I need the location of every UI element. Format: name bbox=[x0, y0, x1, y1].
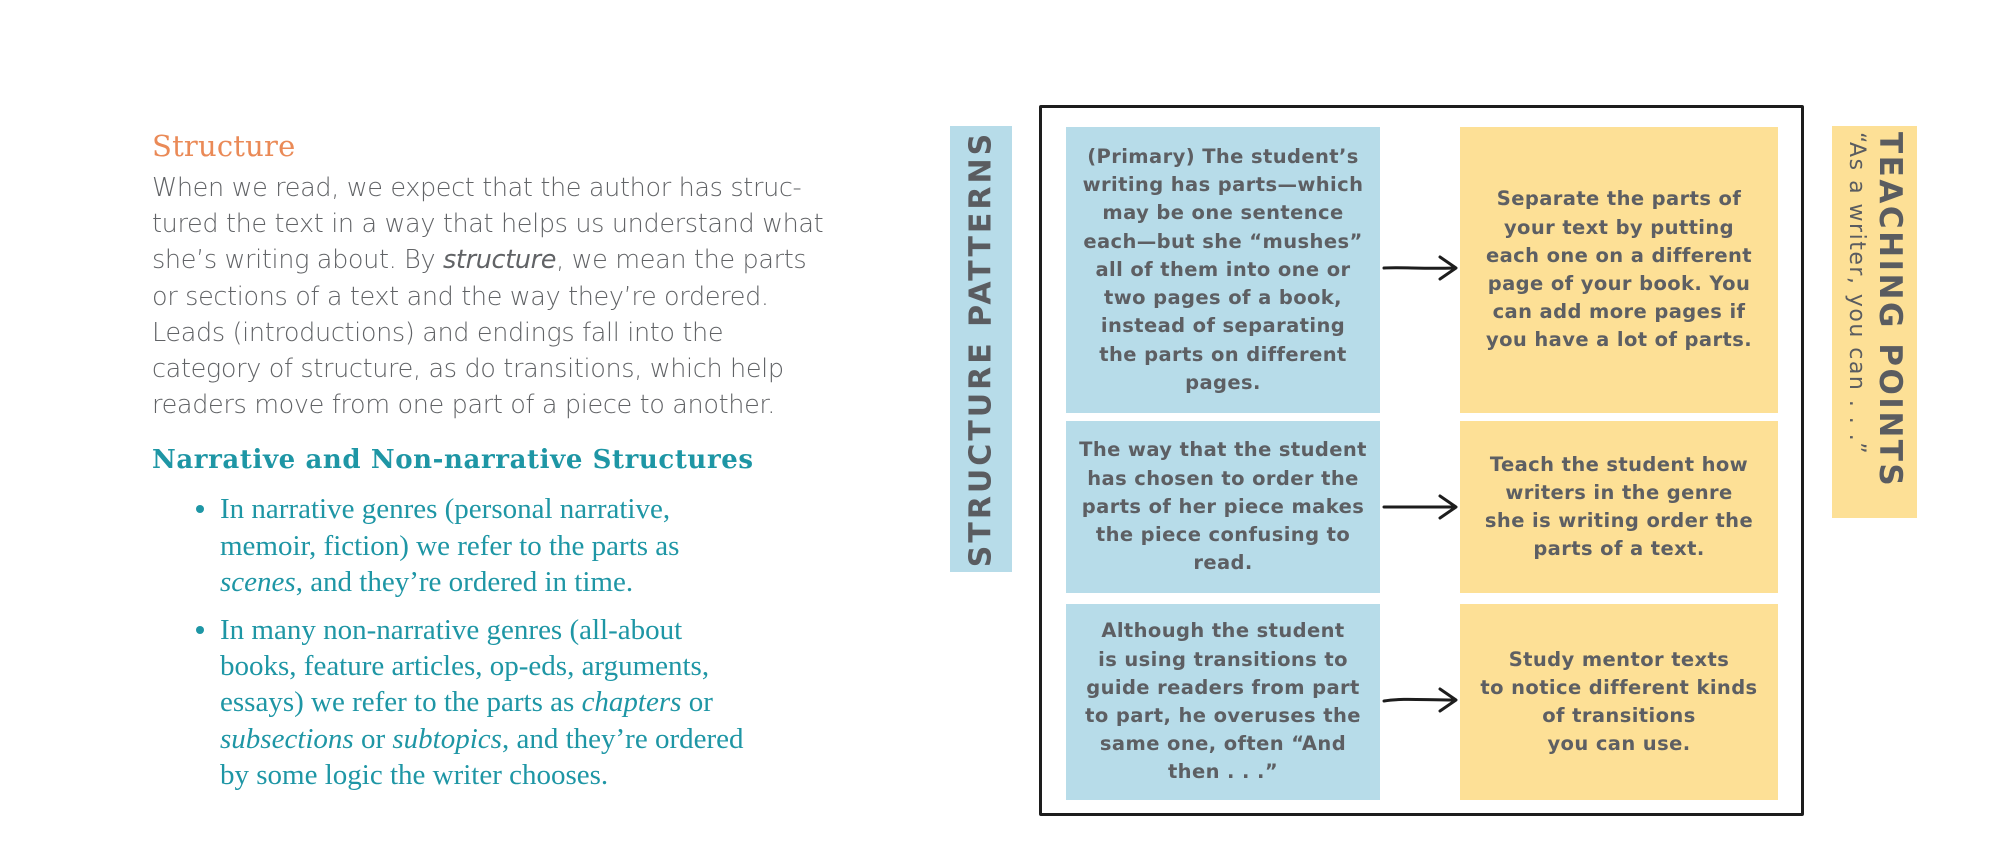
pattern-box-1: (Primary) The student’s writing has part… bbox=[1066, 127, 1380, 413]
pattern-line: parts of her piece makes bbox=[1081, 494, 1365, 518]
pattern-text-3: Although the student is using transition… bbox=[1085, 617, 1361, 786]
bullet-text: , and they’re ordered in time. bbox=[295, 565, 634, 598]
teaching-line: parts of a text. bbox=[1533, 537, 1705, 561]
teaching-box-3: Study mentor texts to notice different k… bbox=[1460, 604, 1778, 800]
pattern-line: guide readers from part bbox=[1086, 675, 1360, 699]
bullet-line: In narrative genres (personal narrative, bbox=[220, 493, 671, 526]
pattern-text-2: The way that the student has chosen to o… bbox=[1079, 436, 1367, 577]
intro-line: tured the text in a way that helps us un… bbox=[152, 209, 824, 240]
structure-patterns-text: STRUCTURE PATTERNS bbox=[963, 130, 999, 568]
intro-text: she’s writing about. By bbox=[152, 245, 443, 276]
pattern-line: The way that the student bbox=[1079, 438, 1367, 462]
arrow-right-icon bbox=[1382, 255, 1458, 281]
bullet-emphasis: chapters bbox=[581, 686, 682, 719]
pattern-line: (Primary) The student’s bbox=[1087, 145, 1359, 169]
bullet-emphasis: scenes bbox=[220, 565, 296, 598]
intro-line: she’s writing about. By structure, we me… bbox=[152, 242, 872, 278]
pattern-line: same one, often “And bbox=[1099, 732, 1347, 756]
pattern-line: the parts on different bbox=[1099, 342, 1347, 366]
pattern-text-1: (Primary) The student’s writing has part… bbox=[1083, 143, 1364, 397]
bullet-line: subsections or subtopics, and they’re or… bbox=[220, 721, 872, 757]
teaching-line: she is writing order the bbox=[1484, 509, 1754, 532]
bullet-text: or bbox=[681, 686, 713, 719]
teaching-text-2: Teach the student how writers in the gen… bbox=[1485, 451, 1753, 564]
bullet-icon bbox=[196, 505, 204, 514]
bullet-emphasis: subsections bbox=[220, 722, 354, 755]
section-title: Structure bbox=[152, 129, 296, 163]
pattern-box-3: Although the student is using transition… bbox=[1066, 604, 1380, 800]
teaching-line: you have a lot of parts. bbox=[1485, 328, 1753, 352]
teaching-line: Teach the student how bbox=[1489, 452, 1749, 476]
bullet-list: In narrative genres (personal narrative,… bbox=[152, 491, 872, 793]
bullet-line: essays) we refer to the parts as chapter… bbox=[220, 684, 872, 720]
pattern-line: to part, he overuses the bbox=[1085, 704, 1361, 727]
pattern-line: then . . .” bbox=[1167, 760, 1279, 784]
intro-paragraph: When we read, we expect that the author … bbox=[152, 170, 872, 423]
teaching-points-wrap: TEACHING POINTS “As a writer, you can . … bbox=[1841, 132, 1909, 512]
structure-section: Structure When we read, we expect that t… bbox=[152, 128, 872, 805]
bullet-line: In many non-narrative genres (all-about bbox=[220, 614, 683, 647]
teaching-line: you can use. bbox=[1547, 732, 1691, 756]
teaching-points-label: TEACHING POINTS “As a writer, you can . … bbox=[1832, 126, 1917, 518]
teaching-text-3: Study mentor texts to notice different k… bbox=[1480, 646, 1757, 759]
arrow-right-icon bbox=[1382, 494, 1458, 520]
teaching-points-subtitle: “As a writer, you can . . .” bbox=[1843, 132, 1869, 456]
pattern-line: may be one sentence bbox=[1102, 201, 1344, 225]
teaching-line: your text by putting bbox=[1503, 215, 1735, 239]
teaching-line: to notice different kinds bbox=[1480, 675, 1758, 699]
teaching-text-1: Separate the parts of your text by putti… bbox=[1486, 185, 1752, 354]
teaching-line: can add more pages if bbox=[1492, 300, 1746, 324]
bullet-item-narrative: In narrative genres (personal narrative,… bbox=[196, 491, 872, 600]
pattern-box-2: The way that the student has chosen to o… bbox=[1066, 421, 1380, 593]
bullet-line: scenes, and they’re ordered in time. bbox=[220, 564, 872, 600]
pattern-line: writing has parts—which bbox=[1082, 173, 1364, 197]
bullet-text: , and they’re ordered bbox=[501, 722, 744, 755]
intro-line: category of structure, as do transitions… bbox=[152, 354, 784, 385]
teaching-box-1: Separate the parts of your text by putti… bbox=[1460, 127, 1778, 413]
structure-patterns-label: STRUCTURE PATTERNS bbox=[950, 126, 1012, 572]
bullet-text: or bbox=[353, 722, 393, 755]
bullet-line: by some logic the writer chooses. bbox=[220, 758, 609, 791]
pattern-line: all of them into one or bbox=[1095, 257, 1351, 281]
bullet-text: essays) we refer to the parts as bbox=[220, 686, 582, 719]
intro-text: , we mean the parts bbox=[556, 245, 807, 276]
intro-line: Leads (introductions) and endings fall i… bbox=[152, 317, 724, 348]
intro-line: or sections of a text and the way they’r… bbox=[152, 281, 769, 312]
pattern-line: instead of separating bbox=[1100, 314, 1346, 338]
bullet-line: books, feature articles, op-eds, argumen… bbox=[220, 650, 710, 683]
bullet-icon bbox=[196, 626, 204, 635]
bullet-line: memoir, fiction) we refer to the parts a… bbox=[220, 529, 680, 562]
pattern-line: read. bbox=[1193, 551, 1253, 575]
pattern-line: each—but she “mushes” bbox=[1083, 229, 1363, 253]
intro-line: When we read, we expect that the author … bbox=[152, 173, 802, 203]
arrow-right-icon bbox=[1382, 687, 1458, 713]
teaching-points-title: TEACHING POINTS bbox=[1871, 132, 1908, 489]
pattern-line: pages. bbox=[1185, 370, 1261, 394]
bullet-emphasis: subtopics bbox=[392, 722, 502, 755]
intro-emphasis: structure bbox=[443, 245, 557, 276]
pattern-line: Although the student bbox=[1101, 619, 1345, 643]
pattern-line: two pages of a book, bbox=[1104, 286, 1342, 310]
intro-line: readers move from one part of a piece to… bbox=[152, 390, 775, 421]
subheading: Narrative and Non-narrative Structures bbox=[152, 445, 754, 476]
pattern-line: is using transitions to bbox=[1098, 647, 1348, 671]
teaching-line: writers in the genre bbox=[1505, 480, 1733, 504]
teaching-line: each one on a different bbox=[1485, 243, 1752, 267]
teaching-line: page of your book. You bbox=[1487, 272, 1751, 295]
teaching-box-2: Teach the student how writers in the gen… bbox=[1460, 421, 1778, 593]
bullet-item-non-narrative: In many non-narrative genres (all-about … bbox=[196, 612, 872, 793]
pattern-line: has chosen to order the bbox=[1087, 466, 1359, 490]
teaching-line: of transitions bbox=[1542, 704, 1696, 727]
teaching-line: Separate the parts of bbox=[1496, 187, 1742, 211]
teaching-line: Study mentor texts bbox=[1508, 647, 1730, 671]
diagram-frame bbox=[1039, 105, 1804, 816]
pattern-line: the piece confusing to bbox=[1095, 523, 1351, 547]
